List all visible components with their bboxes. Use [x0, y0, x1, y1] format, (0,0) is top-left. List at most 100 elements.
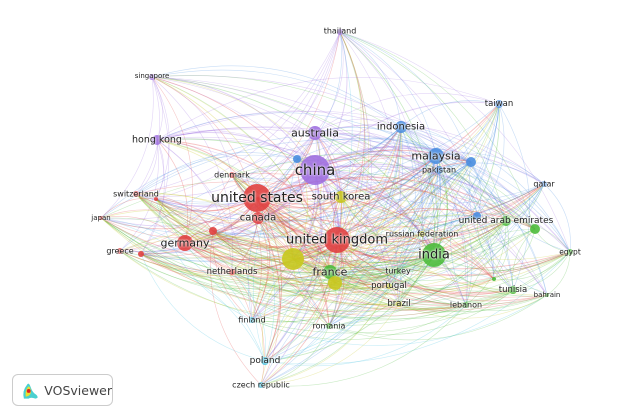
node-czech[interactable]	[258, 382, 264, 388]
node-label-tunisia[interactable]: tunisia	[498, 285, 528, 295]
node-label-indonesia[interactable]: indonesia	[376, 121, 426, 133]
node-label-brazil[interactable]: brazil	[387, 299, 411, 309]
node-uae[interactable]	[501, 216, 511, 226]
node-unlabeled[interactable]	[209, 227, 217, 235]
node-russia[interactable]	[419, 231, 425, 237]
node-label-portugal[interactable]: portugal	[371, 281, 407, 291]
node-poland[interactable]	[261, 357, 269, 365]
node-label-poland[interactable]: poland	[249, 356, 281, 366]
node-finland[interactable]	[249, 317, 255, 323]
link-edge	[314, 169, 400, 305]
node-romania[interactable]	[326, 323, 332, 329]
node-brazil[interactable]	[396, 301, 402, 307]
link-edge	[314, 132, 507, 222]
link-edge	[151, 76, 495, 280]
link-edge	[231, 196, 342, 273]
node-us[interactable]	[243, 184, 271, 212]
node-label-taiwan[interactable]: taiwan	[484, 99, 514, 109]
node-label-pakistan[interactable]: pakistan	[421, 165, 457, 175]
node-unlabeled[interactable]	[473, 212, 481, 220]
node-label-greece[interactable]: greece	[106, 246, 134, 256]
node-label-switzerland[interactable]: switzerland	[113, 189, 159, 199]
node-label-romania[interactable]: romania	[312, 321, 346, 331]
node-southkorea[interactable]	[335, 191, 347, 203]
node-france[interactable]	[323, 265, 337, 279]
node-bahrain[interactable]	[545, 293, 549, 297]
node-portugal[interactable]	[386, 283, 392, 289]
node-label-germany[interactable]: germany	[160, 236, 210, 250]
link-edge	[329, 254, 435, 279]
link-edge	[336, 183, 545, 246]
node-pakistan[interactable]	[435, 166, 443, 174]
node-india[interactable]	[422, 243, 446, 267]
node-australia[interactable]	[308, 126, 322, 140]
node-unlabeled[interactable]	[138, 251, 144, 257]
node-label-lebanon[interactable]: lebanon	[449, 300, 483, 310]
link-edge	[231, 174, 548, 298]
node-switzerland[interactable]	[133, 191, 139, 197]
node-turkey[interactable]	[395, 268, 401, 274]
node-label-denmark[interactable]: denmark	[214, 170, 250, 180]
node-hongkong[interactable]	[152, 135, 162, 145]
link-edge	[260, 215, 478, 386]
node-taiwan[interactable]	[495, 100, 503, 108]
node-unlabeled[interactable]	[466, 157, 476, 167]
node-label-india[interactable]: india	[418, 247, 450, 263]
node-greece[interactable]	[117, 248, 123, 254]
node-germany[interactable]	[177, 235, 193, 251]
node-uk[interactable]	[324, 227, 350, 253]
link-edge	[264, 325, 330, 362]
node-label-china[interactable]: china	[294, 161, 336, 179]
node-label-us[interactable]: united states	[211, 190, 303, 206]
node-label-uae[interactable]: united arab emirates	[458, 216, 554, 226]
node-label-malaysia[interactable]: malaysia	[411, 149, 461, 163]
node-canada[interactable]	[252, 212, 264, 224]
node-label-japan[interactable]: japan	[91, 214, 111, 222]
node-qatar[interactable]	[541, 181, 547, 187]
node-label-canada[interactable]: canada	[239, 212, 277, 224]
link-edge	[397, 103, 500, 272]
link-edge	[314, 169, 435, 256]
node-label-southkorea[interactable]: south korea	[311, 191, 371, 203]
node-tunisia[interactable]	[509, 286, 517, 294]
node-unlabeled[interactable]	[328, 276, 342, 290]
node-label-australia[interactable]: australia	[291, 126, 339, 140]
node-japan[interactable]	[99, 216, 103, 220]
node-malaysia[interactable]	[428, 148, 444, 164]
link-edge	[155, 198, 253, 321]
link-edge	[339, 31, 362, 198]
node-singapore[interactable]	[149, 74, 155, 80]
node-label-france[interactable]: france	[312, 265, 348, 279]
node-unlabeled[interactable]	[293, 155, 301, 163]
node-label-czech[interactable]: czech republic	[232, 380, 290, 390]
link-edge	[140, 253, 266, 362]
link-edge	[119, 31, 341, 252]
node-china[interactable]	[300, 155, 330, 185]
node-label-singapore[interactable]: singapore	[134, 72, 170, 80]
node-label-thailand[interactable]: thailand	[323, 26, 357, 36]
node-label-uk[interactable]: united kingdom	[285, 232, 389, 248]
node-unlabeled[interactable]	[154, 197, 158, 201]
link-edge	[155, 198, 400, 305]
node-label-hongkong[interactable]: hong kong	[132, 134, 182, 146]
node-unlabeled[interactable]	[282, 248, 304, 270]
node-thailand[interactable]	[337, 29, 343, 35]
node-label-egypt[interactable]: egypt	[559, 247, 581, 257]
node-denmark[interactable]	[229, 172, 235, 178]
node-indonesia[interactable]	[395, 121, 407, 133]
node-label-bahrain[interactable]: bahrain	[533, 291, 561, 299]
node-netherlands[interactable]	[229, 269, 235, 275]
node-unlabeled[interactable]	[530, 224, 540, 234]
link-edge	[251, 217, 269, 321]
node-label-turkey[interactable]: turkey	[385, 266, 411, 276]
link-edge	[119, 220, 507, 286]
node-label-netherlands[interactable]: netherlands	[206, 267, 258, 277]
node-label-finland[interactable]: finland	[238, 315, 266, 325]
node-label-russia[interactable]: russian federation	[385, 229, 459, 239]
link-edge	[119, 151, 472, 252]
node-label-qatar[interactable]: qatar	[533, 179, 555, 189]
node-unlabeled[interactable]	[492, 277, 496, 281]
link-edge	[433, 251, 571, 271]
node-egypt[interactable]	[567, 249, 573, 255]
node-lebanon[interactable]	[463, 302, 469, 308]
